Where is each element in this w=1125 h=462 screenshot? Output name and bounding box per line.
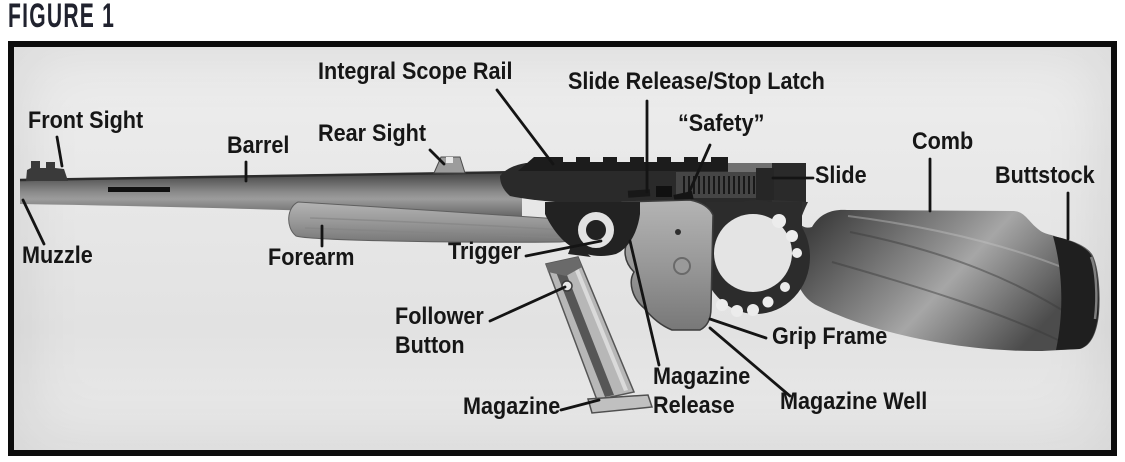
butt-pad-rim [1089,256,1098,320]
grip-ring-small-holes [716,214,802,317]
label-magazine: Magazine [463,393,561,420]
leader-grip-frame [708,317,768,340]
label-barrel: Barrel [227,132,290,159]
grip-ring-hole [714,214,792,292]
stock-grain-dark [831,231,1079,341]
leader-muzzle [21,198,46,246]
forearm-shape [288,201,590,243]
ejection-notch [656,186,672,197]
rear-sight-notch [446,157,453,163]
label-integral-scope-rail: Integral Scope Rail [318,58,513,85]
leader-follower-button [488,285,567,323]
magazine-spine [571,260,628,391]
slide-rear-block [756,168,774,200]
front-sight-shape [26,161,68,181]
label-front-sight: Front Sight [28,107,144,134]
label-slide: Slide [815,162,867,189]
leader-front-sight [55,135,64,168]
label-buttstock: Buttstock [995,162,1095,189]
grip-medallion [673,257,691,275]
leader-lines [21,88,1070,412]
figure-title: FIGURE 1 [8,0,116,35]
leader-trigger [524,239,603,258]
label-slide-release: Slide Release/Stop Latch [568,68,825,95]
buttstock-shape [791,206,1100,352]
barrel-stripe [108,187,170,192]
leader-safety [685,143,712,199]
label-trigger: Trigger [448,238,522,265]
label-follower-button: Follower Button [395,303,484,359]
leader-scope-rail [495,88,555,166]
label-magazine-release: Magazine Release [653,363,751,419]
magazine-base-plate [587,394,654,414]
butt-pad-shape [1053,236,1099,350]
label-comb: Comb [912,128,974,155]
label-safety: “Safety” [678,110,765,137]
follower-button-shape [561,280,573,292]
magazine-slot [556,270,614,397]
trigger-shape [578,212,614,248]
slide-serrations [683,176,755,194]
label-magazine-well: Magazine Well [780,388,928,415]
leader-rear-sight [428,148,446,166]
rail-rear-step [728,163,772,172]
label-muzzle: Muzzle [22,242,93,269]
slide-release-tab [627,189,651,198]
magazine-feed-lips [546,257,582,276]
leader-magazine [559,398,601,412]
label-forearm: Forearm [268,244,355,271]
grip-screw [675,229,681,235]
trigger-housing-lower [568,241,591,257]
leader-magazine-release [628,239,661,367]
trigger-housing-shape [545,202,640,256]
label-rear-sight: Rear Sight [318,120,427,147]
label-grip-frame: Grip Frame [772,323,888,350]
leader-magazine-well [708,326,792,398]
